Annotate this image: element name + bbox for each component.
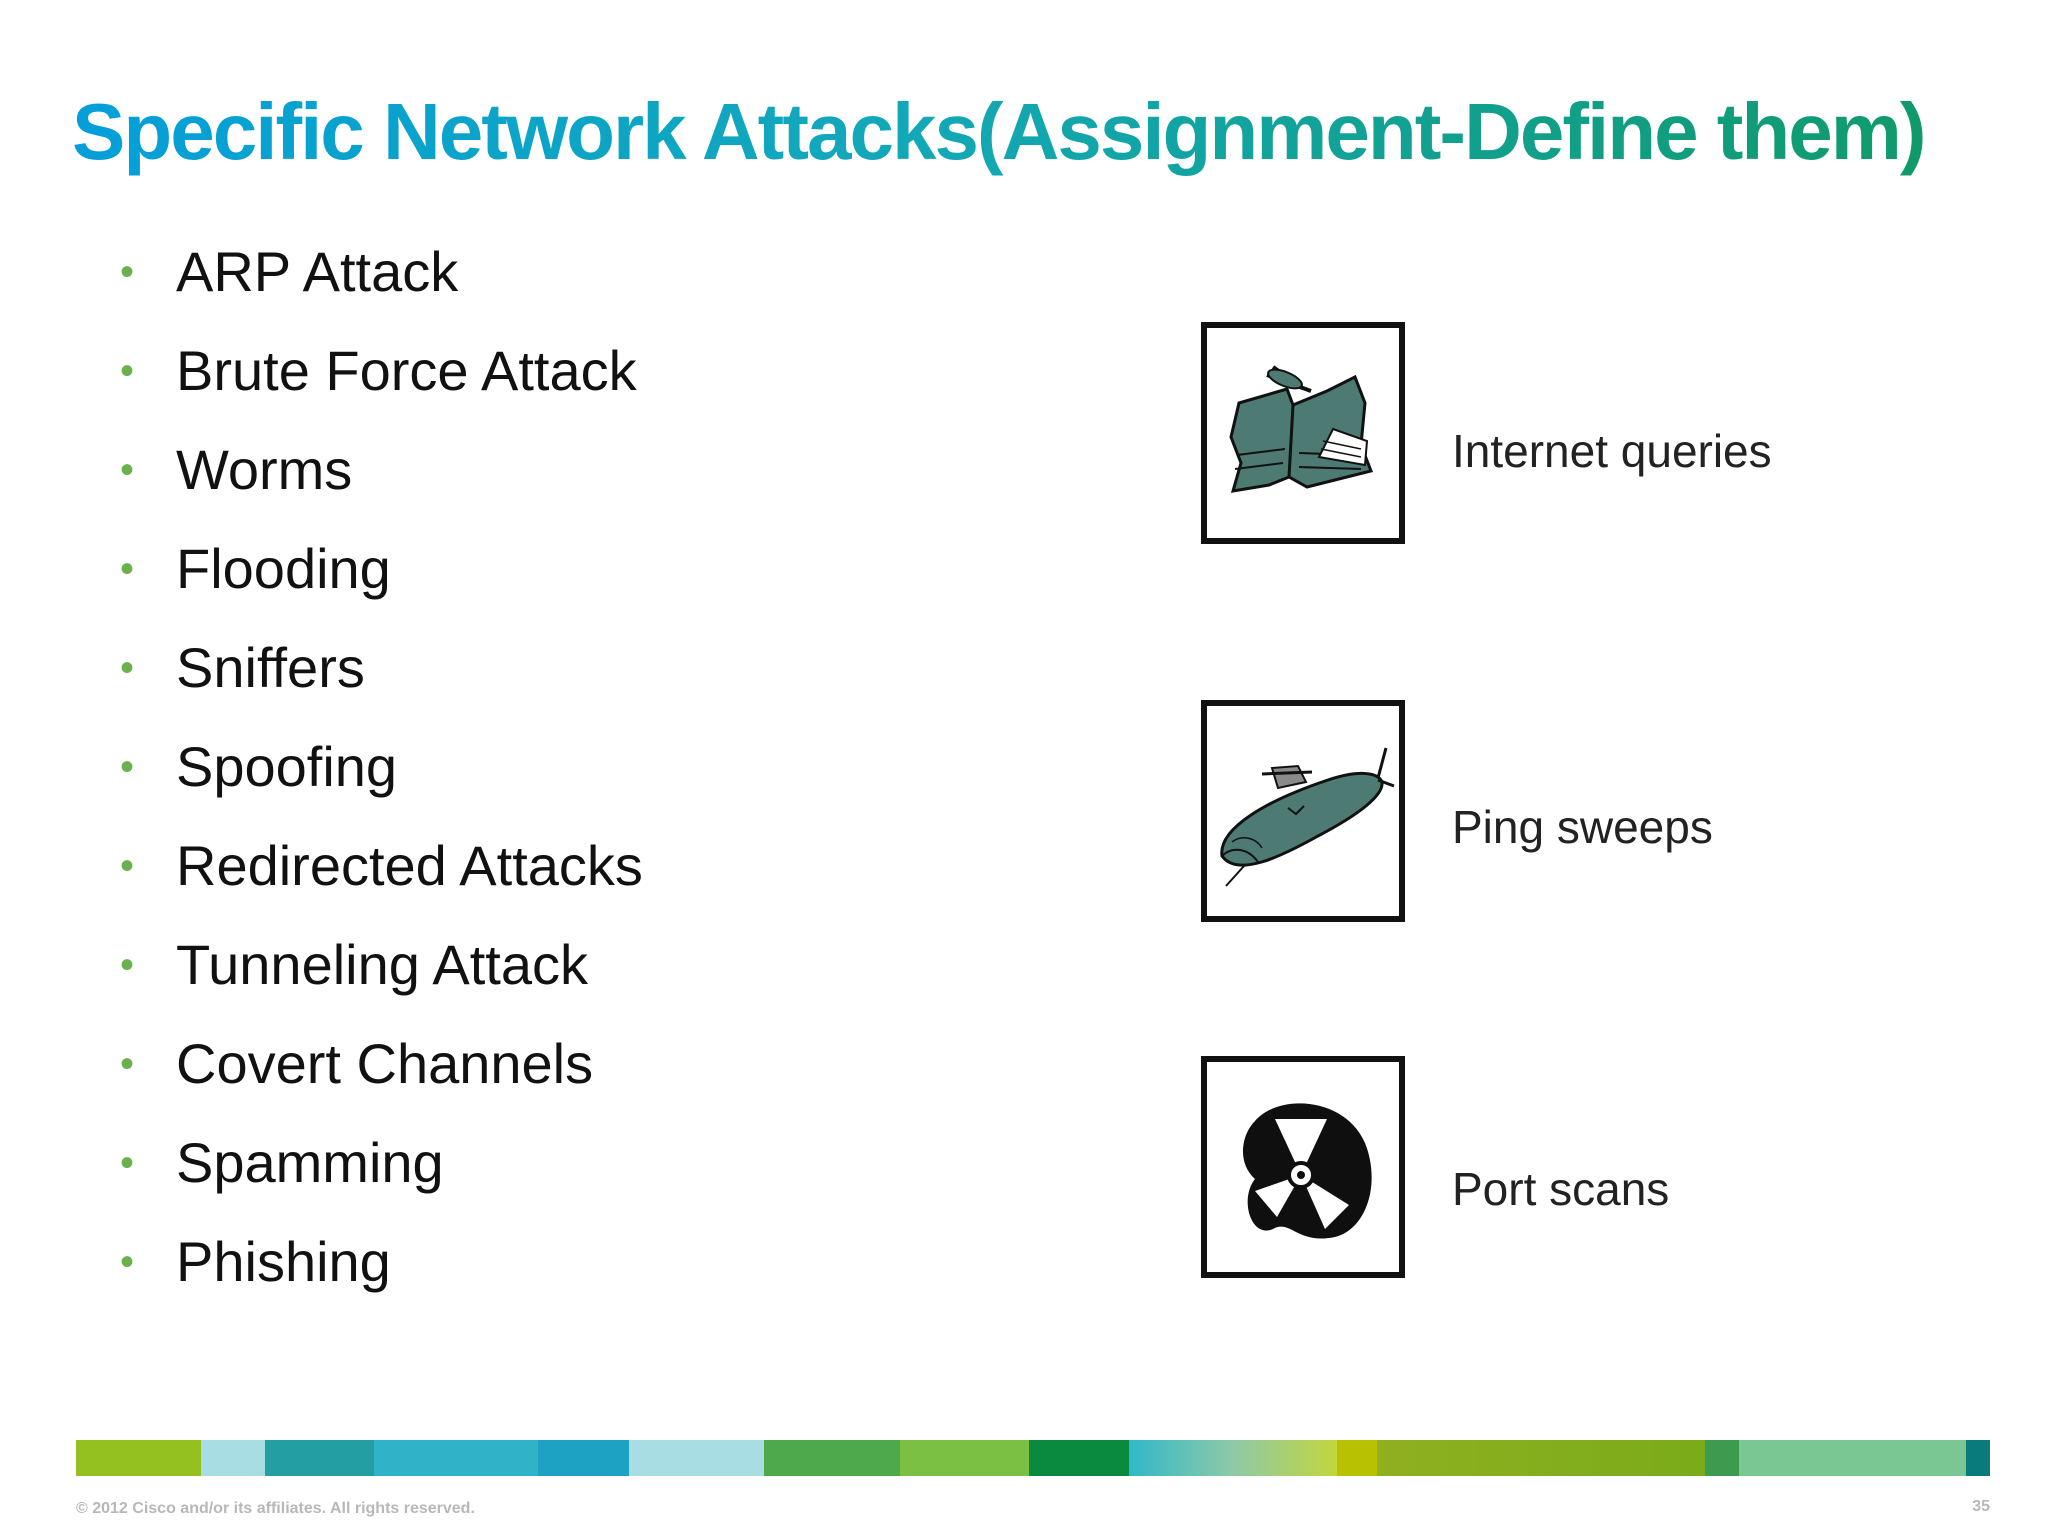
bullet-text: Brute Force Attack: [176, 338, 637, 402]
bullet-text: Spoofing: [176, 734, 398, 798]
bullet-icon: •: [120, 1239, 135, 1284]
bullet-text: Covert Channels: [176, 1031, 594, 1095]
list-item: • Flooding: [120, 519, 643, 618]
bullet-text: Phishing: [176, 1229, 391, 1293]
color-bar-segment: [629, 1440, 765, 1476]
open-book-icon: [1229, 365, 1374, 493]
list-item: • Phishing: [120, 1212, 643, 1311]
internet-queries-figure: [1201, 322, 1405, 544]
slide-title: Specific Network Attacks(Assignment-Defi…: [72, 84, 1927, 180]
color-bar-segment: [1739, 1440, 1967, 1476]
list-item: • Sniffers: [120, 618, 643, 717]
bullet-icon: •: [120, 645, 135, 690]
footer-color-bar: [76, 1440, 1990, 1476]
bullet-icon: •: [120, 843, 135, 888]
page-number: 35: [1972, 1498, 1990, 1515]
list-item: • Tunneling Attack: [120, 915, 643, 1014]
color-bar-segment: [265, 1440, 375, 1476]
bullet-text: Spamming: [176, 1130, 444, 1194]
bullet-icon: •: [120, 348, 135, 393]
color-bar-segment: [537, 1440, 630, 1476]
bullet-text: Redirected Attacks: [176, 833, 643, 897]
bullet-icon: •: [120, 447, 135, 492]
color-bar-segment: [374, 1440, 538, 1476]
ping-sweeps-figure: [1201, 700, 1405, 922]
bullet-text: Flooding: [176, 536, 391, 600]
color-bar-segment: [1337, 1440, 1378, 1476]
list-item: • Spamming: [120, 1113, 643, 1212]
list-item: • Brute Force Attack: [120, 321, 643, 420]
bullet-text: ARP Attack: [176, 239, 459, 303]
radar-fan-icon: [1242, 1103, 1372, 1239]
bullet-text: Worms: [176, 437, 353, 501]
submarine-icon: [1220, 747, 1395, 887]
list-item: • Spoofing: [120, 717, 643, 816]
color-bar-segment: [1128, 1440, 1338, 1476]
color-bar-segment: [1966, 1440, 1990, 1476]
list-item: • Worms: [120, 420, 643, 519]
color-bar-segment: [76, 1440, 202, 1476]
list-item: • Redirected Attacks: [120, 816, 643, 915]
color-bar-segment: [1705, 1440, 1740, 1476]
bullet-icon: •: [120, 1140, 135, 1185]
color-bar-segment: [201, 1440, 266, 1476]
list-item: • ARP Attack: [120, 222, 643, 321]
bullet-icon: •: [120, 942, 135, 987]
list-item: • Covert Channels: [120, 1014, 643, 1113]
color-bar-segment: [899, 1440, 1030, 1476]
bullet-icon: •: [120, 744, 135, 789]
bullet-icon: •: [120, 249, 135, 294]
bullet-text: Tunneling Attack: [176, 932, 588, 996]
bullet-list: • ARP Attack • Brute Force Attack • Worms •…: [120, 222, 643, 1311]
port-scans-figure: [1201, 1056, 1405, 1278]
ping-sweeps-label: Ping sweeps: [1452, 801, 1713, 853]
port-scans-label: Port scans: [1452, 1163, 1670, 1215]
color-bar-segment: [1377, 1440, 1706, 1476]
internet-queries-label: Internet queries: [1452, 425, 1772, 477]
color-bar-segment: [1029, 1440, 1129, 1476]
copyright-text: © 2012 Cisco and/or its affiliates. All …: [76, 1500, 475, 1517]
bullet-icon: •: [120, 546, 135, 591]
bullet-text: Sniffers: [176, 635, 365, 699]
color-bar-segment: [764, 1440, 900, 1476]
bullet-icon: •: [120, 1041, 135, 1086]
